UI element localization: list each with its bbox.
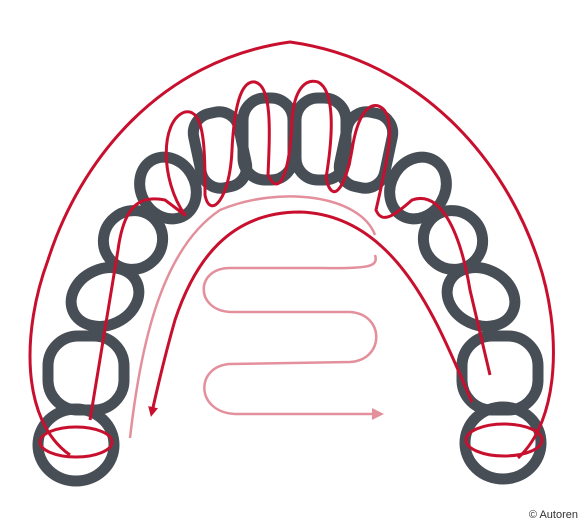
palate-serpentine-path xyxy=(202,254,384,420)
tooth-molar-2-left xyxy=(32,403,120,487)
copyright-credit: © Autoren xyxy=(528,509,578,521)
left-molar-loop xyxy=(38,425,114,459)
tooth-premolar-2-right xyxy=(441,262,521,332)
front-zigzag-path xyxy=(88,79,492,421)
tooth-canine-right xyxy=(384,151,452,225)
outer-brushing-path xyxy=(28,40,555,460)
inner-palatal-path xyxy=(148,210,474,417)
tooth-premolar-1-left xyxy=(97,205,169,275)
tooth-molar-1-right xyxy=(456,330,544,416)
tooth-lateral-incisor-left xyxy=(187,106,253,194)
right-molar-loop xyxy=(464,422,544,458)
tooth-premolar-1-right xyxy=(417,205,489,275)
tooth-premolar-2-left xyxy=(65,262,145,332)
tooth-molar-1-left xyxy=(42,330,130,416)
faint-inner-arch-path xyxy=(128,195,377,439)
